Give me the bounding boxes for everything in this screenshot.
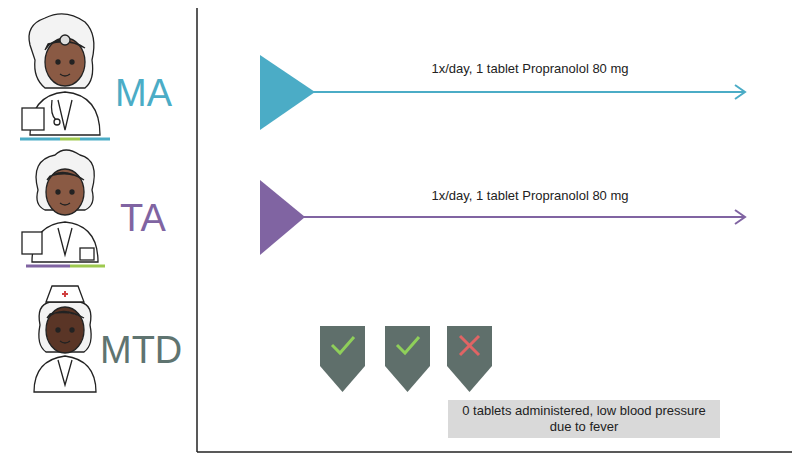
note-text: 0 tablets administered, low blood pressu… (456, 403, 712, 434)
dose-label: 1x/day, 1 tablet Propranolol 80 mg (431, 62, 628, 76)
vertical-axis (196, 8, 198, 452)
role-label: MA (115, 73, 172, 115)
note-box: 0 tablets administered, low blood pressu… (448, 400, 720, 437)
dose-label: 1x/day, 1 tablet Propranolol 80 mg (431, 189, 628, 203)
pharmacist-figure (22, 150, 105, 266)
timeline-line (300, 91, 744, 93)
arrow-head (735, 85, 745, 99)
timeline-line (295, 216, 744, 218)
doctor-figure (20, 14, 110, 139)
arrow-head (735, 210, 745, 224)
event-marker (385, 326, 430, 392)
role-label: TA (120, 198, 166, 240)
nurse-figure (34, 286, 96, 392)
event-marker (320, 326, 365, 392)
horizontal-axis (197, 451, 792, 453)
event-marker (447, 326, 492, 392)
role-label: MTD (100, 330, 182, 372)
